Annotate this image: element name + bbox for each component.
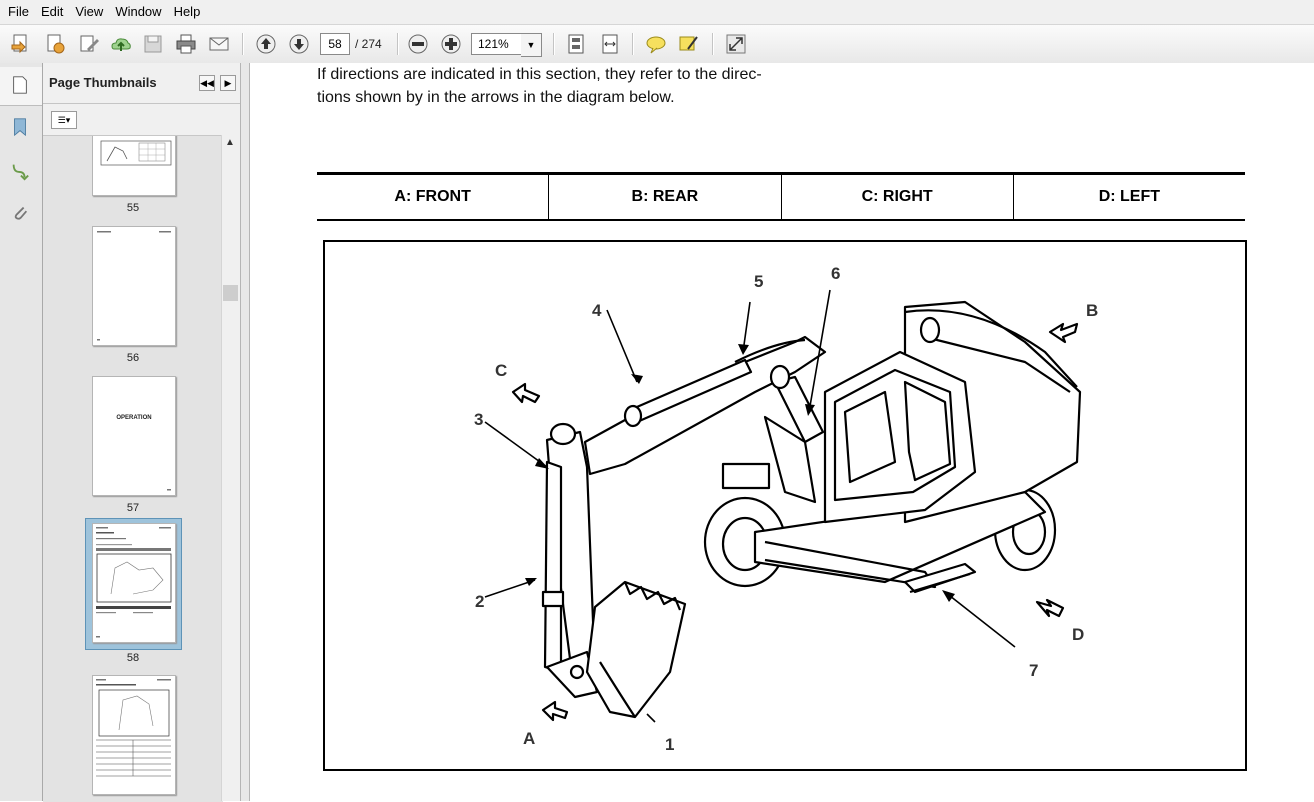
label-7: 7 xyxy=(1029,661,1038,680)
label-3: 3 xyxy=(474,410,483,429)
toolbar: 58 / 274 121% ▼ xyxy=(0,24,1314,64)
panel-header: Page Thumbnails ◀◀ ▶ xyxy=(43,63,240,104)
save-icon[interactable] xyxy=(140,31,166,57)
excavator-illustration: 1 2 3 4 5 6 7 A B C D xyxy=(474,264,1098,754)
thumbnail-page-58[interactable] xyxy=(92,523,176,643)
thumbnail-label-57: 57 xyxy=(126,502,140,514)
thumbnail-page-57[interactable]: OPERATION xyxy=(92,376,176,496)
intro-line-2: tions shown by in the arrows in the diag… xyxy=(317,89,675,106)
panel-menu-icon[interactable]: ▶ xyxy=(220,75,236,91)
fit-page-icon[interactable] xyxy=(563,31,589,57)
thumbnail-scrollbar[interactable]: ▲ xyxy=(221,135,241,801)
zoom-dropdown-icon[interactable]: ▼ xyxy=(521,33,542,57)
signatures-icon[interactable] xyxy=(8,159,32,183)
edit-document-icon[interactable] xyxy=(76,31,102,57)
menu-help[interactable]: Help xyxy=(173,4,201,19)
zoom-out-icon[interactable] xyxy=(405,31,431,57)
attachments-icon[interactable] xyxy=(8,201,32,225)
page-number-input[interactable]: 58 xyxy=(320,33,350,55)
label-5: 5 xyxy=(754,272,763,291)
thumbnail-57-text: OPERATION xyxy=(116,415,152,421)
excavator-figure: 1 2 3 4 5 6 7 A B C D xyxy=(323,240,1247,771)
email-icon[interactable] xyxy=(206,31,232,57)
label-6: 6 xyxy=(831,264,840,283)
zoom-input[interactable]: 121% xyxy=(471,33,529,55)
direction-left: D: LEFT xyxy=(1098,188,1161,205)
thumbnail-options-icon[interactable]: ☰▾ xyxy=(51,111,77,129)
next-page-icon[interactable] xyxy=(286,31,312,57)
fullscreen-icon[interactable] xyxy=(723,31,749,57)
menu-edit[interactable]: Edit xyxy=(40,4,64,19)
direction-front: A: FRONT xyxy=(317,175,550,219)
menu-view[interactable]: View xyxy=(75,4,104,19)
label-a: A xyxy=(523,729,535,748)
highlight-icon[interactable] xyxy=(676,31,702,57)
document-view: If directions are indicated in this sect… xyxy=(250,63,1314,801)
thumbnail-page-56[interactable] xyxy=(92,226,176,346)
panel-title: Page Thumbnails xyxy=(49,75,157,90)
panel-splitter[interactable] xyxy=(240,63,250,801)
thumbnail-selection[interactable] xyxy=(85,518,182,650)
page-thumbnails-icon[interactable] xyxy=(8,73,32,97)
thumbnails-panel: Page Thumbnails ◀◀ ▶ ☰▾ 55 56 OPERAT xyxy=(43,63,241,802)
direction-right: C: RIGHT xyxy=(782,175,1014,219)
thumbnail-label-55: 55 xyxy=(126,202,140,214)
label-4: 4 xyxy=(592,301,602,320)
directions-table: A: FRONT B: REAR C: RIGHT D: LEFT xyxy=(317,172,1245,221)
scroll-up-icon[interactable]: ▲ xyxy=(225,137,235,148)
open-icon[interactable] xyxy=(8,31,34,57)
intro-line-1: If directions are indicated in this sect… xyxy=(317,66,762,83)
label-b: B xyxy=(1086,301,1098,320)
print-icon[interactable] xyxy=(173,31,199,57)
zoom-in-icon[interactable] xyxy=(438,31,464,57)
label-c: C xyxy=(495,361,507,380)
page-total: / 274 xyxy=(355,37,382,51)
thumbnail-label-58: 58 xyxy=(126,652,140,664)
collapse-panel-icon[interactable]: ◀◀ xyxy=(199,75,215,91)
label-d: D xyxy=(1072,625,1084,644)
menu-window[interactable]: Window xyxy=(115,4,162,19)
label-2: 2 xyxy=(475,592,484,611)
thumbnail-page-55[interactable] xyxy=(92,136,176,196)
previous-page-icon[interactable] xyxy=(253,31,279,57)
upload-icon[interactable] xyxy=(108,31,134,57)
thumbnail-label-56: 56 xyxy=(126,352,140,364)
menu-bar: File Edit View Window Help xyxy=(0,0,1314,24)
menu-file[interactable]: File xyxy=(8,4,29,19)
scrollbar-thumb[interactable] xyxy=(223,285,238,301)
intro-text: If directions are indicated in this sect… xyxy=(317,63,877,109)
label-1: 1 xyxy=(665,735,674,754)
navigation-rail xyxy=(0,63,43,801)
thumbnail-page-59[interactable] xyxy=(92,675,176,795)
bookmarks-icon[interactable] xyxy=(8,115,32,139)
fit-width-icon[interactable] xyxy=(597,31,623,57)
direction-rear: B: REAR xyxy=(549,175,782,219)
create-pdf-icon[interactable] xyxy=(42,31,68,57)
comment-icon[interactable] xyxy=(643,31,669,57)
